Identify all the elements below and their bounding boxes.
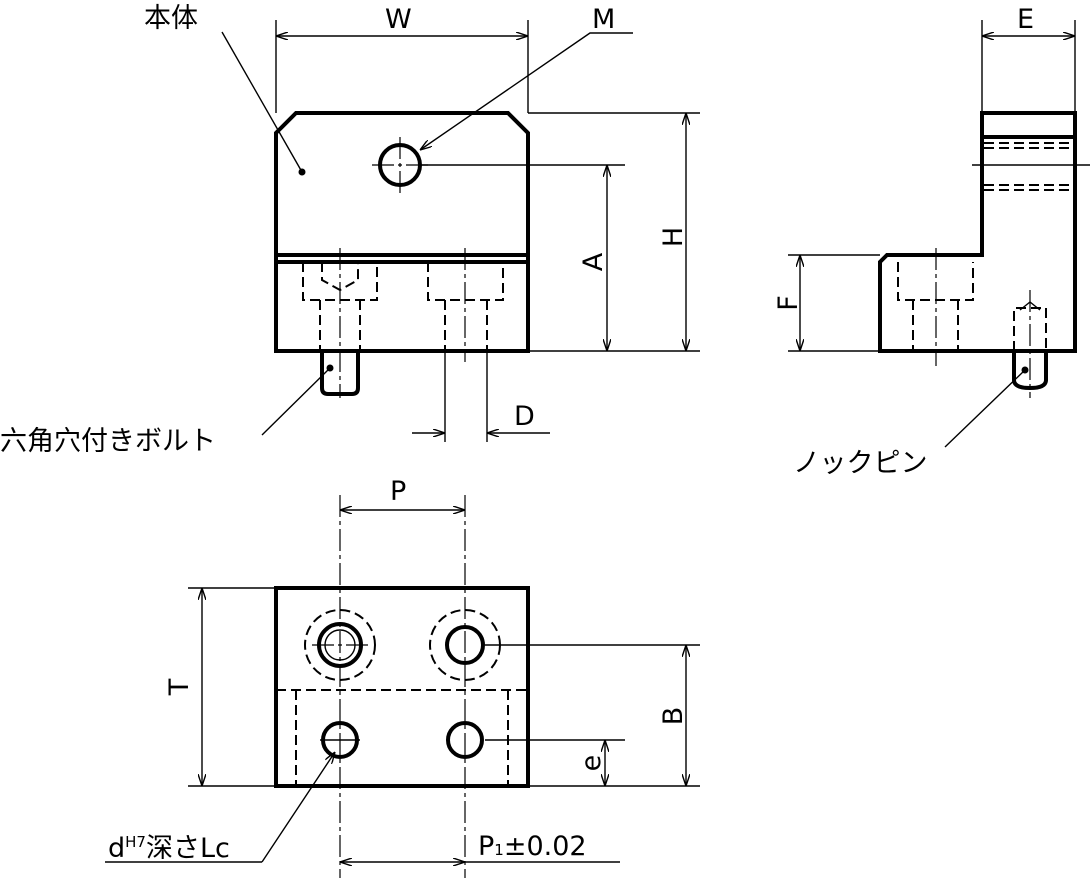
dim-m: M xyxy=(592,4,615,35)
dim-h: H xyxy=(658,227,689,247)
dim-a: A xyxy=(578,252,609,271)
label-hole-d: dH7深さLc xyxy=(108,833,230,864)
hex-socket-bolt xyxy=(302,248,378,398)
dim-b: B xyxy=(658,707,689,726)
dim-w: W xyxy=(385,4,412,35)
dim-e: E xyxy=(1017,4,1034,35)
label-body: 本体 xyxy=(144,3,198,34)
dim-e-small: e xyxy=(576,755,607,772)
dim-p1: P1±0.02 xyxy=(478,831,587,862)
side-view: E F ノックピン xyxy=(773,4,1090,479)
label-bolt: 六角穴付きボルト xyxy=(0,426,216,457)
dim-p: P xyxy=(390,476,406,507)
label-knock-pin: ノックピン xyxy=(793,448,927,479)
dim-f: F xyxy=(773,295,804,311)
bottom-view: P T B e P1±0.02 dH7深さLc xyxy=(105,476,700,878)
dim-d: D xyxy=(514,401,535,432)
dim-t: T xyxy=(164,678,195,696)
knock-pin xyxy=(1012,290,1048,398)
front-view: W M A H D 本体 六角穴付きボルト xyxy=(0,3,700,457)
